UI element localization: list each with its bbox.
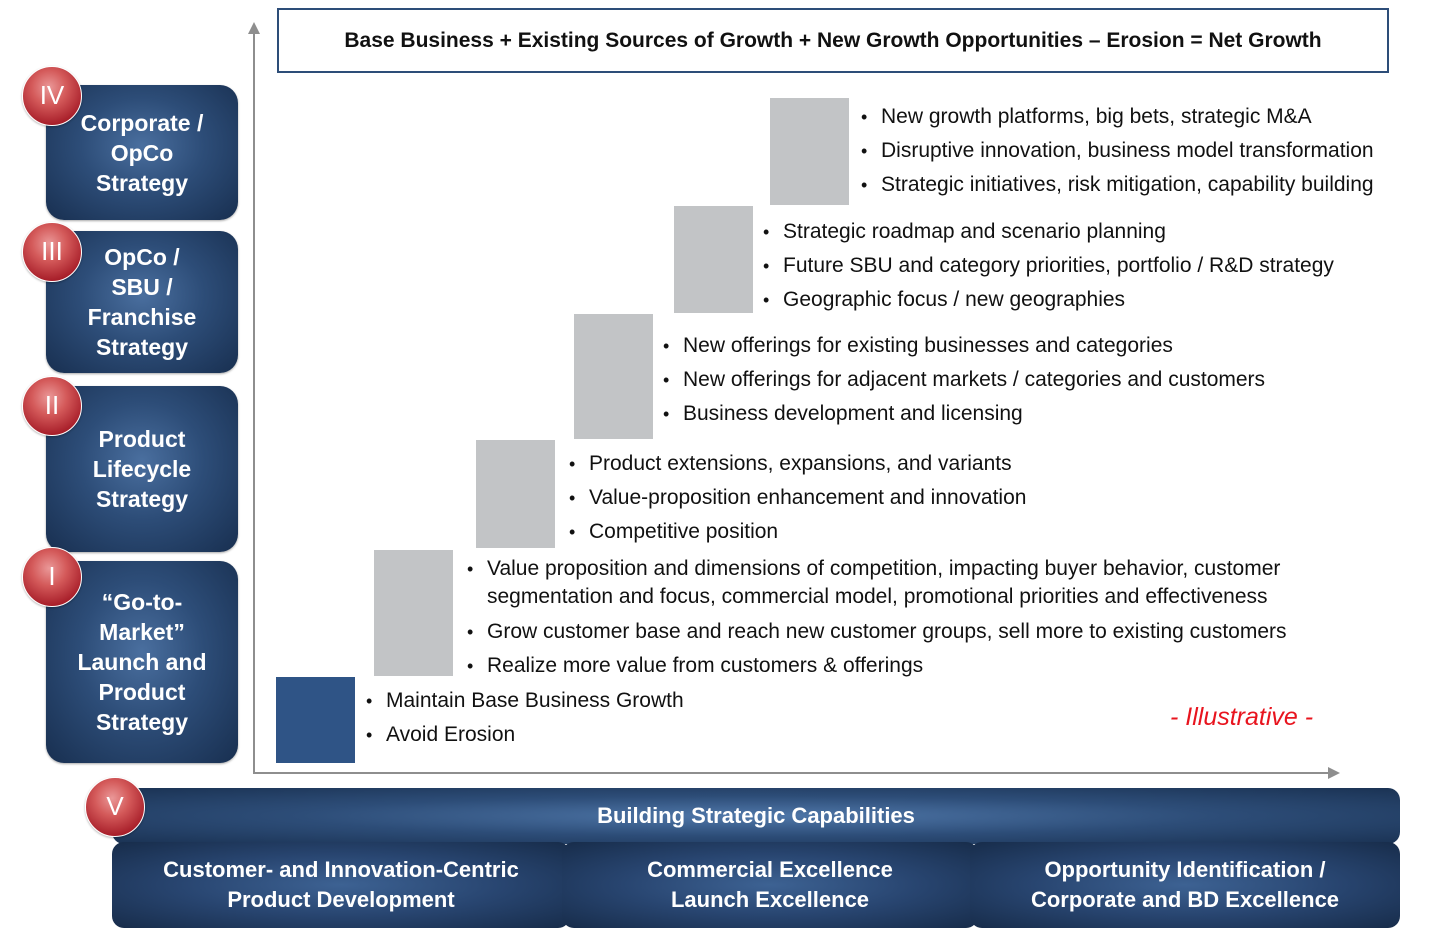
list-item: Disruptive innovation, business model tr… [861, 134, 1374, 168]
level-ii-badge: II [22, 376, 82, 436]
step-base-block [276, 677, 355, 763]
step-3-bullets: New offerings for existing businesses an… [663, 329, 1265, 431]
level-iv-label: Corporate / OpCo Strategy [80, 109, 204, 196]
step-2-block [476, 440, 555, 548]
step-4-bullets: Strategic roadmap and scenario planning … [763, 215, 1334, 317]
step-3-block [574, 314, 653, 439]
list-item: Realize more value from customers & offe… [467, 649, 1367, 683]
list-item: Competitive position [569, 515, 1026, 549]
step-5-block [770, 98, 849, 205]
step-base-bullets: Maintain Base Business Growth Avoid Eros… [366, 684, 684, 752]
step-1-bullets: Value proposition and dimensions of comp… [467, 555, 1367, 683]
y-axis [253, 30, 255, 774]
capabilities-title-bar: Building Strategic Capabilities [112, 788, 1400, 844]
list-item: Value-proposition enhancement and innova… [569, 481, 1026, 515]
level-iv-badge: IV [22, 66, 82, 126]
list-item: New offerings for adjacent markets / cat… [663, 363, 1265, 397]
y-axis-arrow [248, 22, 260, 34]
list-item: Future SBU and category priorities, port… [763, 249, 1334, 283]
level-iv-box: Corporate / OpCo Strategy [46, 85, 238, 220]
step-5-bullets: New growth platforms, big bets, strategi… [861, 100, 1374, 202]
list-item: New growth platforms, big bets, strategi… [861, 100, 1374, 134]
net-growth-formula: Base Business + Existing Sources of Grow… [277, 8, 1389, 73]
list-item: Geographic focus / new geographies [763, 283, 1334, 317]
capability-commercial-excellence: Commercial Excellence Launch Excellence [562, 842, 978, 928]
illustrative-label: - Illustrative - [1170, 703, 1314, 731]
step-1-block [374, 550, 453, 676]
step-4-block [674, 206, 753, 313]
list-item: Maintain Base Business Growth [366, 684, 684, 718]
level-iii-badge: III [22, 222, 82, 282]
level-i-box: “Go-to- Market” Launch and Product Strat… [46, 561, 238, 763]
list-item: Business development and licensing [663, 397, 1265, 431]
level-i-label: “Go-to- Market” Launch and Product Strat… [77, 589, 207, 735]
x-axis-arrow [1328, 767, 1340, 779]
list-item: Strategic initiatives, risk mitigation, … [861, 168, 1374, 202]
x-axis [253, 772, 1331, 774]
list-item: Value proposition and dimensions of comp… [467, 555, 1367, 611]
capabilities-title: Building Strategic Capabilities [597, 803, 915, 828]
list-item: Strategic roadmap and scenario planning [763, 215, 1334, 249]
capability-product-development: Customer- and Innovation-Centric Product… [112, 842, 570, 928]
level-i-badge: I [22, 547, 82, 607]
list-item: Product extensions, expansions, and vari… [569, 447, 1026, 481]
capability-opportunity-identification: Opportunity Identification / Corporate a… [970, 842, 1400, 928]
list-item: New offerings for existing businesses an… [663, 329, 1265, 363]
level-iii-label: OpCo / SBU / Franchise Strategy [87, 244, 197, 360]
level-v-badge: V [85, 777, 145, 837]
level-ii-label: Product Lifecycle Strategy [92, 426, 192, 512]
list-item: Avoid Erosion [366, 718, 684, 752]
step-2-bullets: Product extensions, expansions, and vari… [569, 447, 1026, 549]
list-item: Grow customer base and reach new custome… [467, 615, 1367, 649]
